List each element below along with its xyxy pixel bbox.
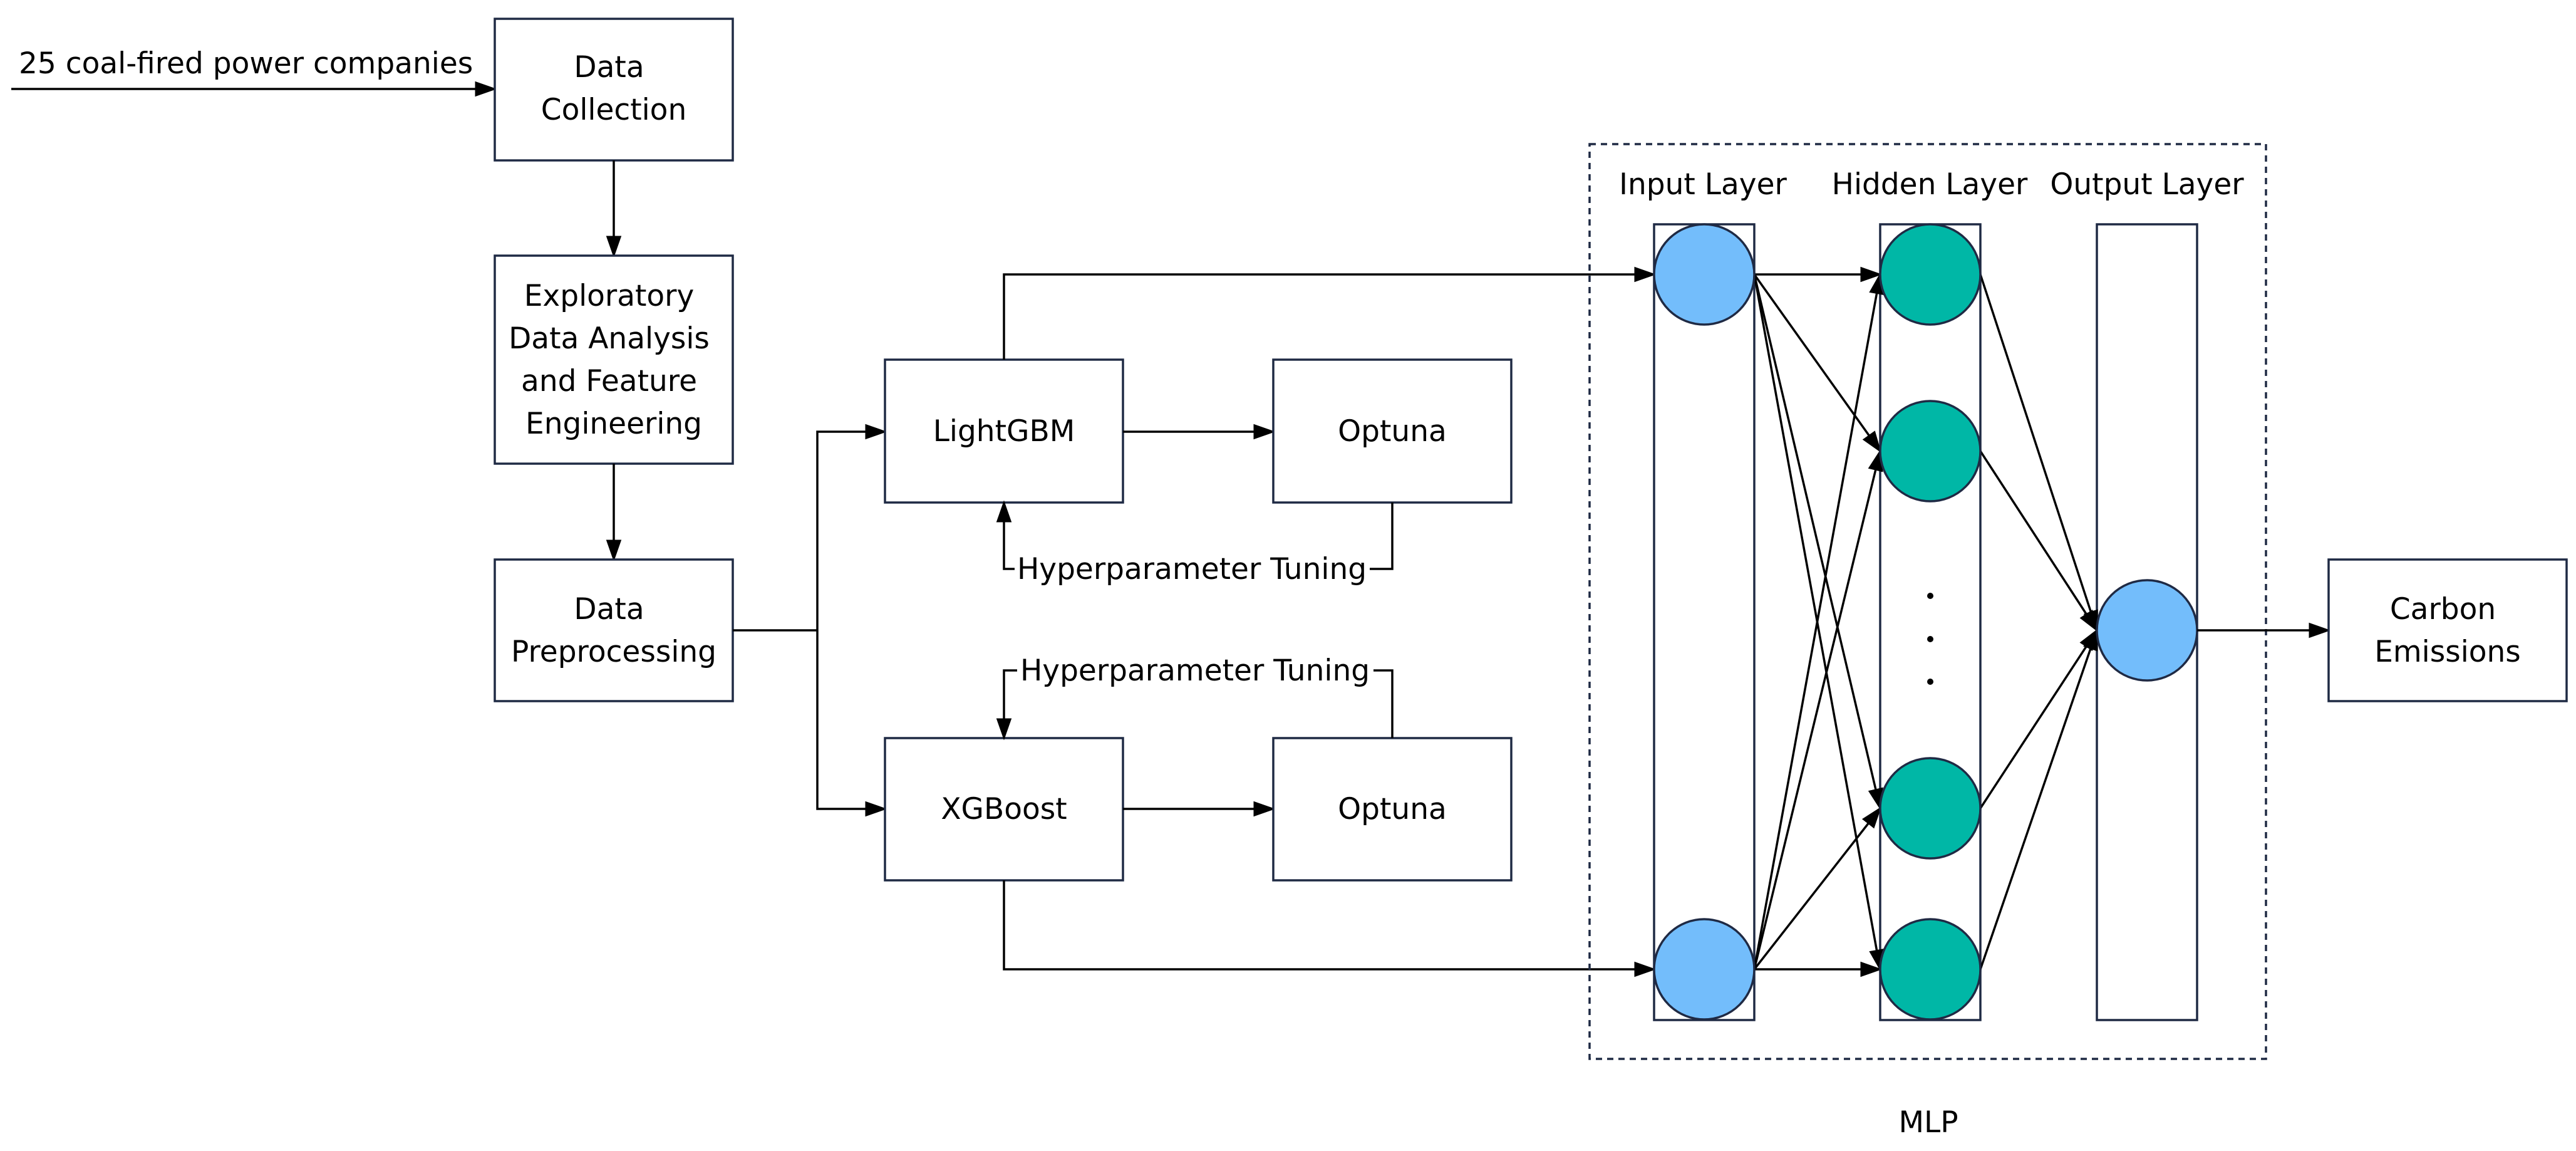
hidden-ellipsis: [1927, 593, 1933, 685]
input-node-2: [1653, 918, 1756, 1021]
hidden-node-4: [1879, 918, 1982, 1021]
mlp-caption: MLP: [1898, 1105, 1958, 1140]
carbon-emissions-box: Carbon Emissions: [2327, 558, 2568, 702]
lightgbm-label: LightGBM: [933, 414, 1075, 449]
tuning-bottom-arrow: [996, 669, 1017, 741]
hidden-node-2: [1879, 400, 1982, 503]
optuna-bottom-label: Optuna: [1338, 792, 1447, 826]
output-layer-label: Output Layer: [2050, 167, 2244, 202]
hidden-node-3: [1879, 757, 1982, 860]
xgboost-label: XGBoost: [941, 792, 1067, 826]
hidden-layer-label: Hidden Layer: [1832, 167, 2028, 202]
lightgbm-box: LightGBM: [884, 358, 1124, 504]
data-collection-label: Data Collection: [541, 50, 686, 127]
hidden-node-1: [1879, 223, 1982, 326]
optuna-bottom-box: Optuna: [1272, 737, 1513, 882]
input-layer-column: [1653, 223, 1756, 1021]
tuning-top-label: Hyperparameter Tuning: [1017, 552, 1367, 586]
tuning-bottom-loop: [1373, 669, 1394, 738]
carbon-emissions-label: Carbon Emissions: [2374, 592, 2521, 669]
optuna-top-label: Optuna: [1338, 414, 1447, 449]
tuning-bottom-label: Hyperparameter Tuning: [1020, 654, 1370, 688]
mlp-container: [1588, 143, 2267, 1060]
output-node: [2096, 579, 2198, 682]
source-label: 25 coal-fired power companies: [19, 46, 473, 81]
hidden-layer-column: [1879, 223, 1982, 1021]
optuna-top-box: Optuna: [1272, 358, 1513, 504]
eda-box: Exploratory Data Analysis and Feature En…: [494, 254, 734, 465]
preprocessing-label: Data Preprocessing: [511, 592, 716, 669]
input-node-1: [1653, 223, 1756, 326]
tuning-top-loop: [1370, 503, 1394, 570]
eda-label: Exploratory Data Analysis and Feature En…: [509, 279, 719, 441]
data-collection-box: Data Collection: [494, 18, 734, 162]
preprocessing-box: Data Preprocessing: [494, 558, 734, 702]
input-layer-label: Input Layer: [1619, 167, 1787, 202]
xgboost-to-input-arrow: [1003, 880, 1657, 977]
tuning-top-arrow: [996, 500, 1015, 570]
lightgbm-to-input-arrow: [1003, 266, 1657, 360]
branch-to-lightgbm-arrow: [816, 424, 887, 630]
mlp-connections: [1753, 266, 2098, 977]
xgboost-box: XGBoost: [884, 737, 1124, 882]
branch-to-xgboost-arrow: [816, 630, 887, 817]
